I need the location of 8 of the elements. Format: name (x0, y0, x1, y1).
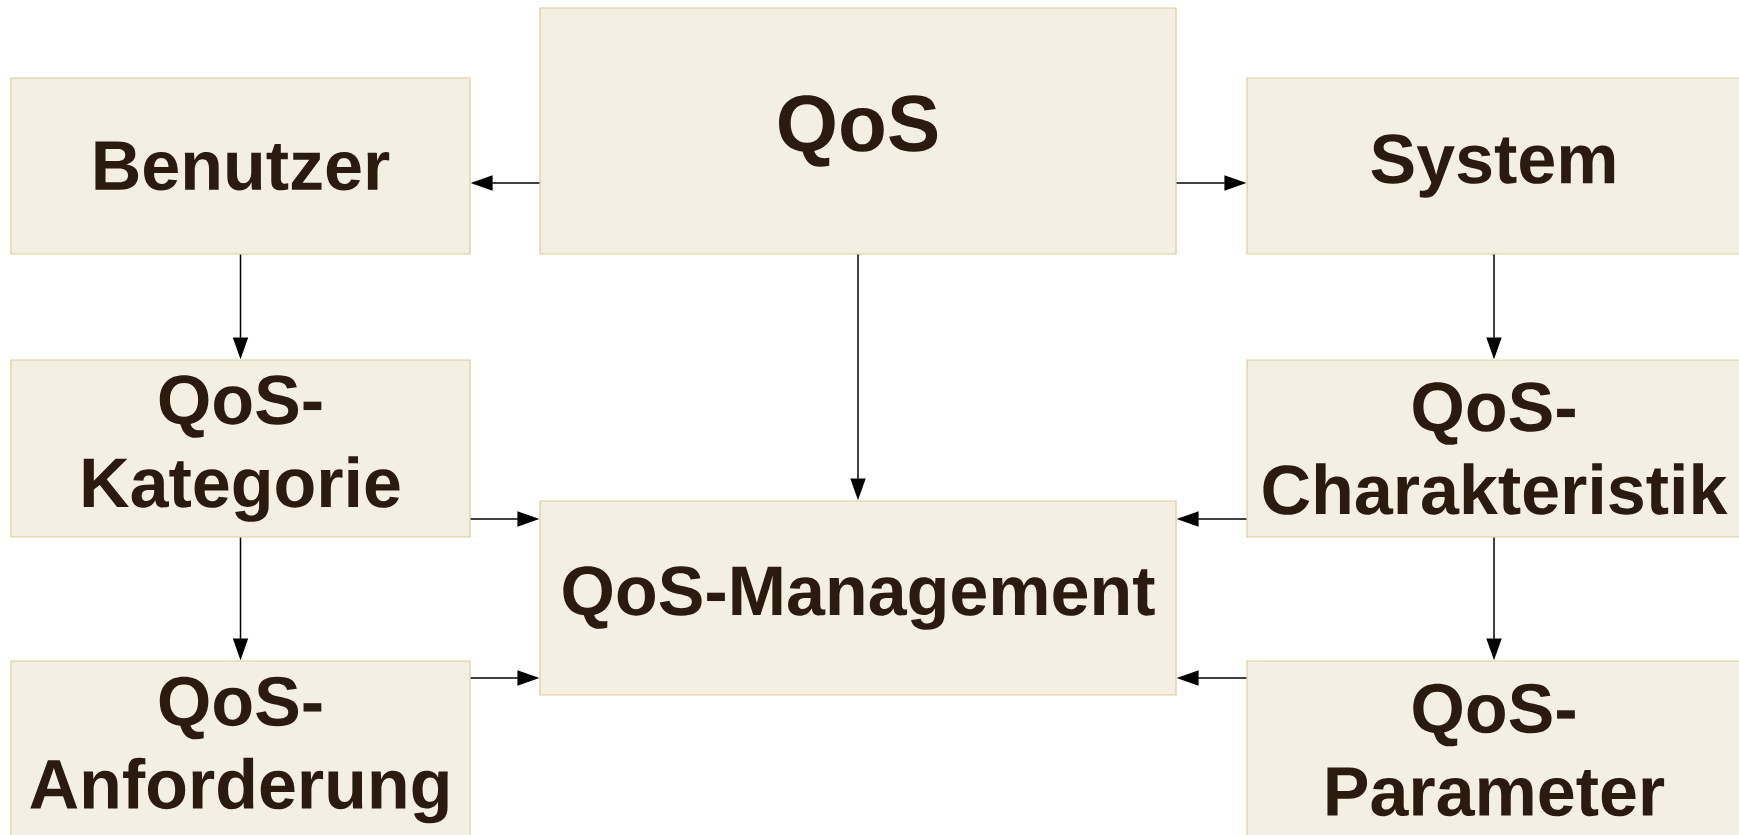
process-box: QoS-Charakteristik (1246, 359, 1739, 538)
process-box: System (1246, 77, 1739, 255)
process-box: QoS-Anforderung (10, 660, 471, 835)
process-box: QoS-Management (539, 500, 1177, 696)
process-box: QoS-Parameter (1246, 660, 1739, 835)
process-box: QoS (539, 7, 1177, 255)
process-box: Benutzer (10, 77, 471, 255)
process-box: QoS-Kategorie (10, 359, 471, 538)
